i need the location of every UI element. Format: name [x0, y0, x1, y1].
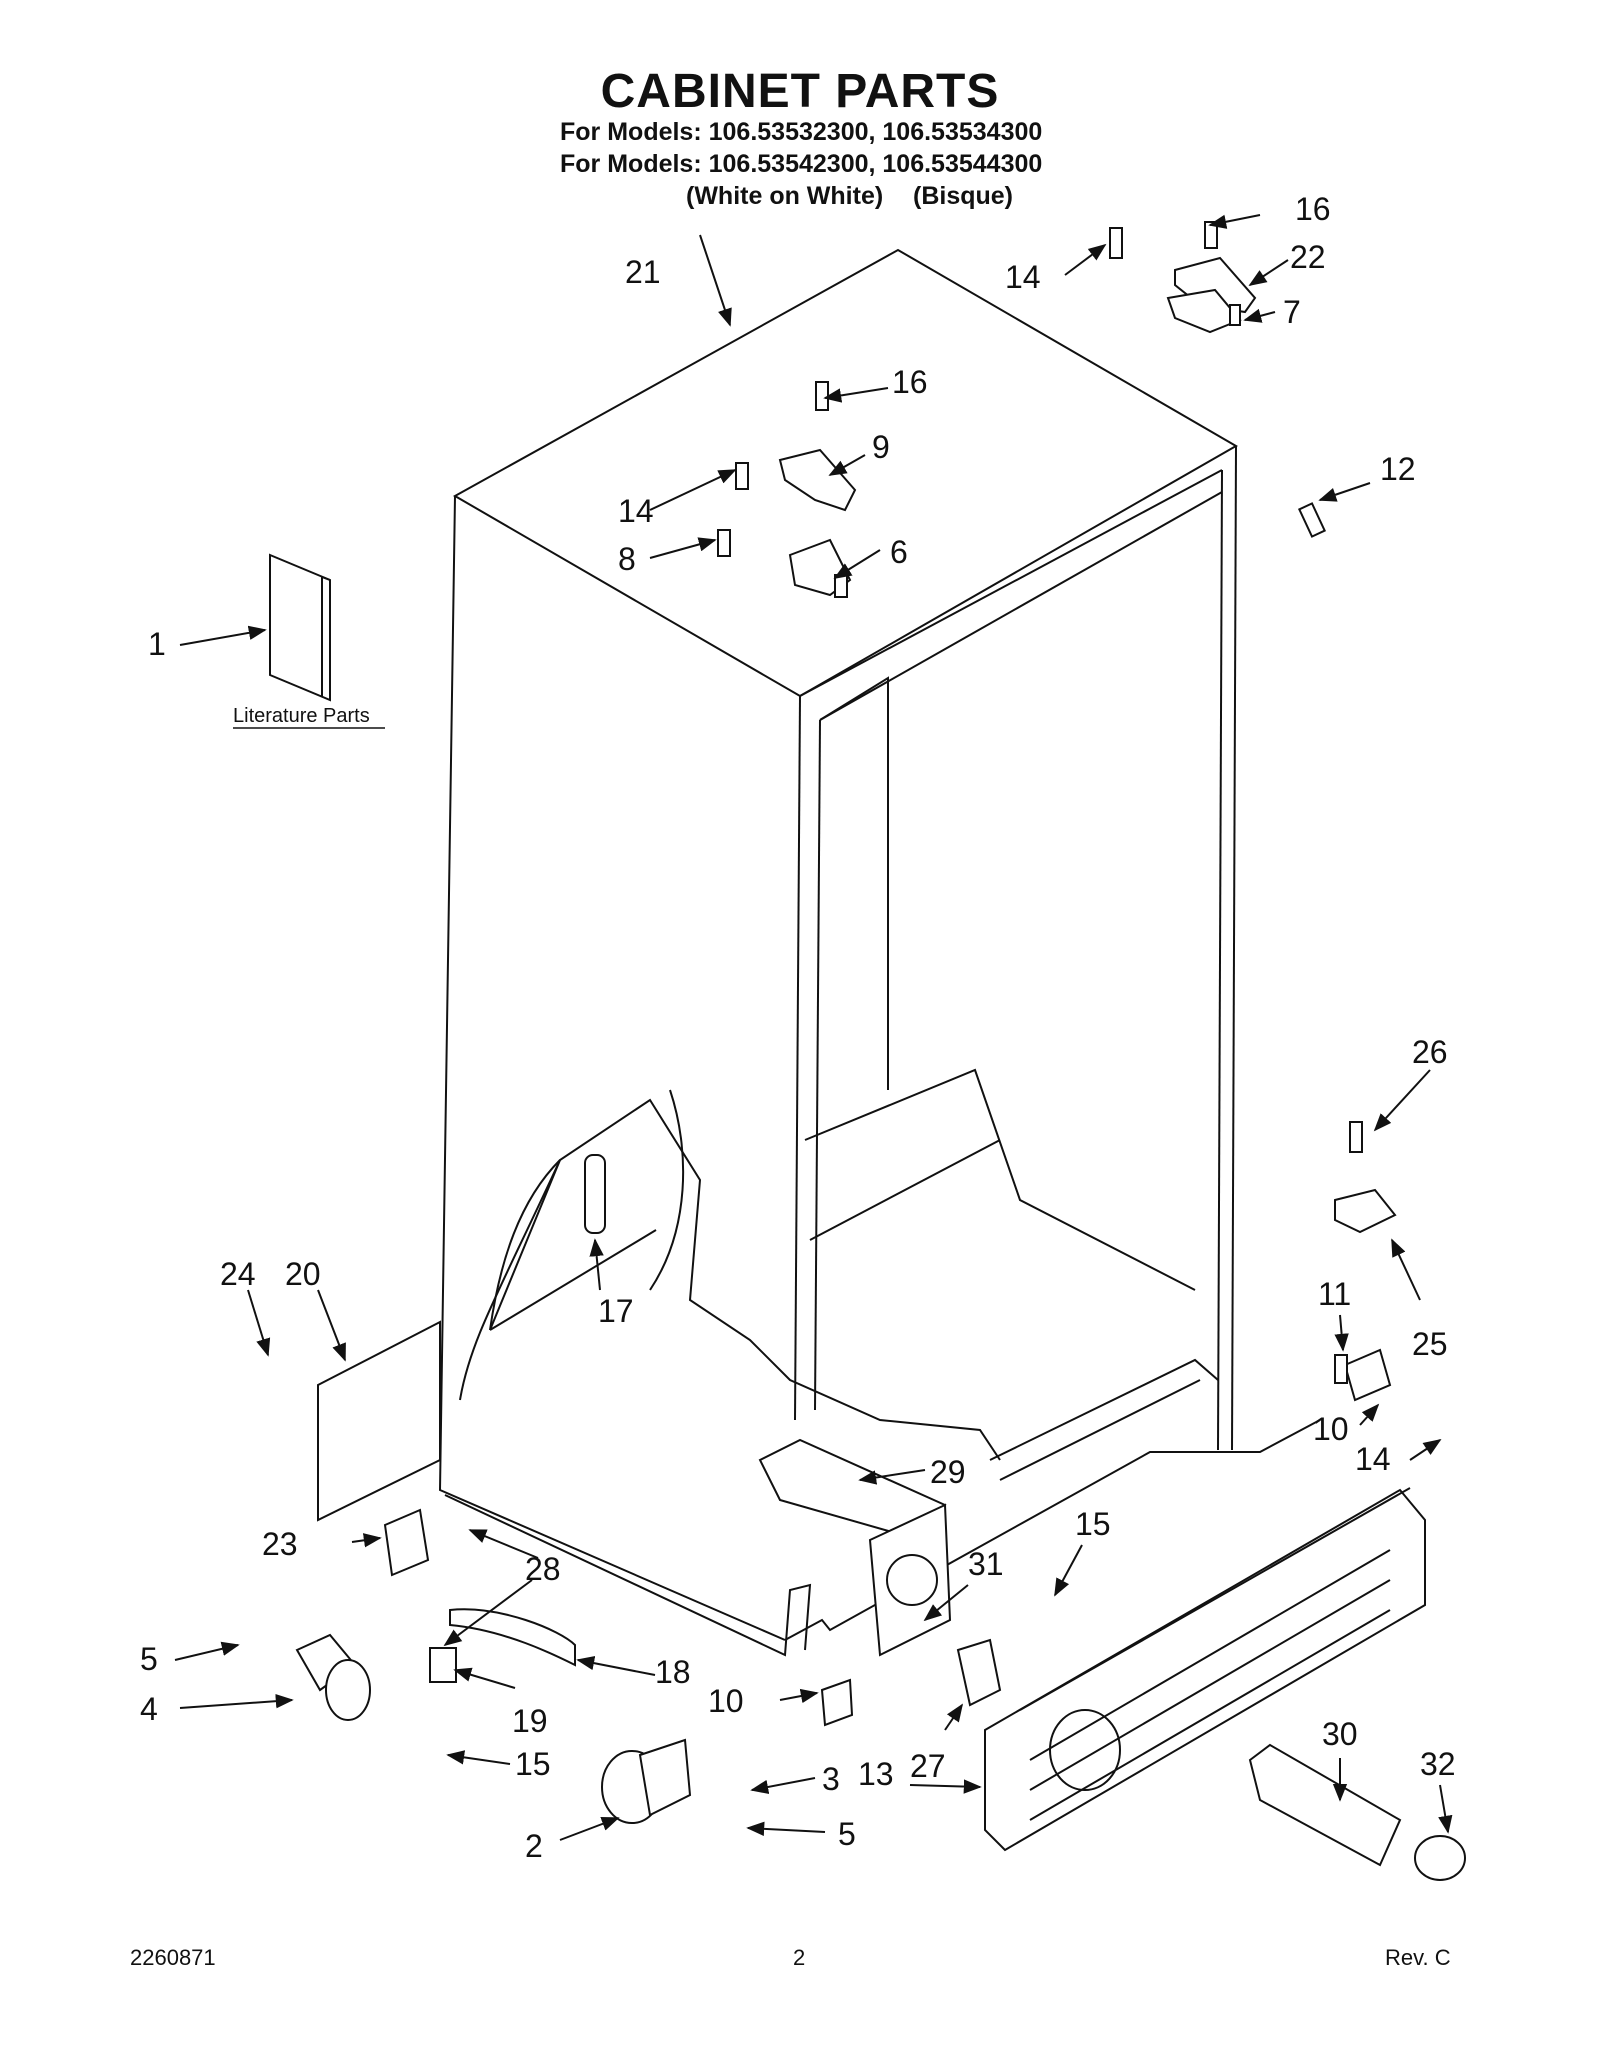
callout-12: 12 — [1380, 451, 1416, 487]
callout-29: 29 — [930, 1454, 966, 1490]
callout-20: 20 — [285, 1256, 321, 1292]
callout-8: 8 — [618, 541, 636, 577]
callout-13: 13 — [858, 1756, 894, 1792]
callout-4: 4 — [140, 1691, 158, 1727]
models-line-1: For Models: 106.53532300, 106.53534300 — [560, 118, 1043, 146]
callout-32: 32 — [1420, 1746, 1456, 1782]
doc-number: 2260871 — [130, 1945, 216, 1970]
callout-5-caster: 5 — [140, 1641, 158, 1677]
variant-white: (White on White) — [686, 182, 884, 210]
callout-7: 7 — [1283, 294, 1301, 330]
page-number: 2 — [793, 1945, 806, 1970]
literature-booklet — [269, 553, 331, 702]
callout-numbers: 1 2 3 4 5 5 6 7 8 9 10 10 11 12 13 14 14… — [140, 191, 1456, 1864]
callout-23: 23 — [262, 1526, 298, 1562]
callout-16-center: 16 — [892, 364, 928, 400]
callout-15-right: 15 — [1075, 1506, 1111, 1542]
callout-14-top: 14 — [1005, 259, 1041, 295]
callout-17: 17 — [598, 1293, 634, 1329]
callout-3: 3 — [822, 1761, 840, 1797]
revision: Rev. C — [1385, 1945, 1451, 1970]
callout-22: 22 — [1290, 239, 1326, 275]
callout-25: 25 — [1412, 1326, 1448, 1362]
callout-10-bottom: 10 — [708, 1683, 744, 1719]
models-line-2: For Models: 106.53542300, 106.53544300 — [560, 150, 1043, 178]
callout-9: 9 — [872, 429, 890, 465]
page-title: CABINET PARTS — [600, 65, 1000, 118]
callout-30: 30 — [1322, 1716, 1358, 1752]
callout-leaders — [174, 214, 1453, 1841]
callout-19: 19 — [512, 1703, 548, 1739]
callout-2: 2 — [525, 1828, 543, 1864]
callout-14-center: 14 — [618, 493, 654, 529]
callout-26: 26 — [1412, 1034, 1448, 1070]
callout-14-right: 14 — [1355, 1441, 1391, 1477]
callout-6: 6 — [890, 534, 908, 570]
small-parts — [295, 221, 1466, 1881]
callout-24: 24 — [220, 1256, 256, 1292]
callout-1: 1 — [148, 626, 166, 662]
callout-27: 27 — [910, 1748, 946, 1784]
callout-18: 18 — [655, 1654, 691, 1690]
callout-10-right: 10 — [1313, 1411, 1349, 1447]
callout-16-top: 16 — [1295, 191, 1331, 227]
callout-15-bottom: 15 — [515, 1746, 551, 1782]
callout-11: 11 — [1318, 1276, 1351, 1312]
cabinet-shell — [438, 248, 1321, 1657]
literature-parts-label: Literature Parts — [233, 705, 370, 727]
callout-28: 28 — [525, 1551, 561, 1587]
callout-5-bracket: 5 — [838, 1816, 856, 1852]
callout-31: 31 — [968, 1546, 1004, 1582]
variant-bisque: (Bisque) — [913, 182, 1013, 210]
callout-21: 21 — [625, 254, 661, 290]
